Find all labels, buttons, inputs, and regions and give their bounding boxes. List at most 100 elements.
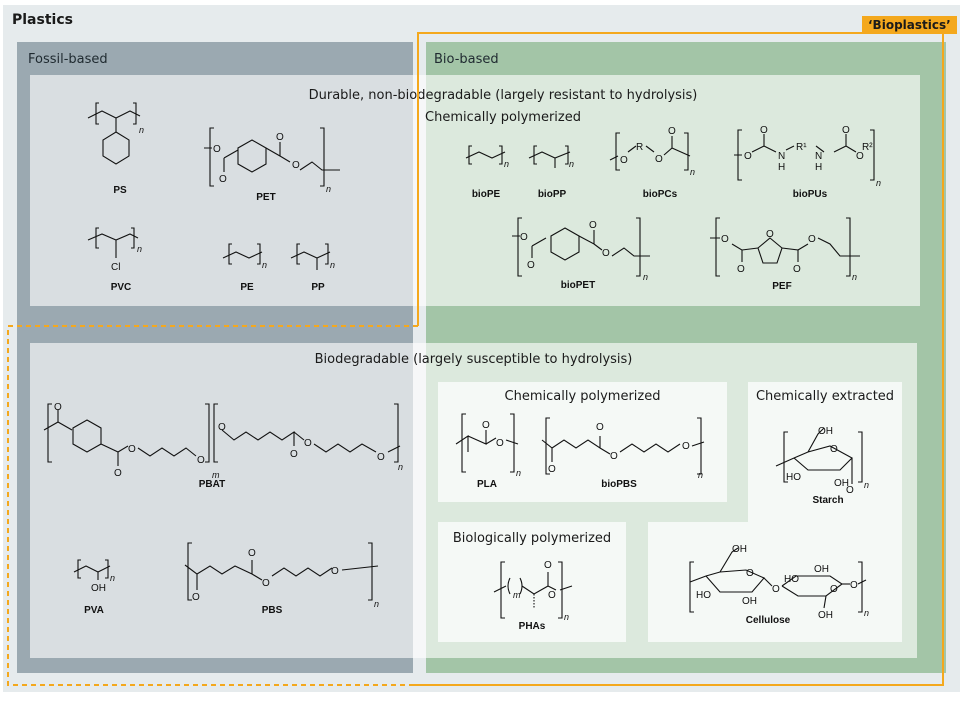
svg-text:O: O [746,568,754,579]
svg-text:R: R [636,142,643,153]
molecule-pla: OO n PLA [455,413,521,490]
svg-text:n: n [326,184,331,194]
molecule-ps: n PS [87,102,144,196]
svg-text:O: O [496,438,504,449]
svg-text:n: n [516,468,521,478]
svg-text:O: O [766,229,774,240]
svg-text:PVA: PVA [84,605,104,616]
svg-text:n: n [864,608,869,618]
svg-text:n: n [643,272,648,282]
svg-text:n: n [690,167,695,177]
svg-text:O: O [290,449,298,460]
bioplastics-label: ‘Bioplastics’ [862,16,957,34]
svg-text:bioPP: bioPP [538,189,567,200]
svg-text:PEF: PEF [772,281,791,292]
biodegradable-caption: Biodegradable (largely susceptible to hy… [314,352,633,367]
molecule-biopbs: OOO O n bioPBS [541,417,705,490]
molecule-pe: n PE [222,243,267,293]
svg-text:O: O [197,455,205,466]
svg-text:n: n [876,178,881,188]
svg-text:O: O [114,468,122,479]
svg-text:O: O [846,485,854,496]
svg-text:n: n [374,599,379,609]
svg-text:O: O [548,590,556,601]
svg-text:OH: OH [818,610,833,621]
bio-based-header: Bio-based [434,52,499,67]
svg-text:H: H [815,162,822,173]
svg-text:O: O [304,438,312,449]
svg-text:n: n [139,125,144,135]
svg-text:O: O [744,151,752,162]
durable-subcaption: Chemically polymerized [425,110,581,125]
svg-text:O: O [213,144,221,155]
svg-text:bioPCs: bioPCs [643,189,678,200]
svg-text:O: O [520,232,528,243]
svg-text:O: O [610,451,618,462]
molecule-biope: n bioPE [465,145,509,200]
svg-text:HO: HO [696,590,711,601]
svg-text:PP: PP [311,282,325,293]
svg-text:O: O [54,402,62,413]
svg-text:O: O [331,566,339,577]
svg-text:bioPE: bioPE [472,189,501,200]
svg-text:PHAs: PHAs [519,621,546,632]
bioplastics-outline-solid [410,32,944,686]
svg-text:O: O [682,441,690,452]
chem-polymerized-caption: Chemically polymerized [504,389,661,404]
svg-text:PS: PS [113,185,127,196]
chem-extracted-caption: Chemically extracted [755,389,895,404]
svg-text:O: O [830,444,838,455]
svg-text:O: O [482,420,490,431]
svg-text:n: n [852,272,857,282]
svg-text:O: O [760,125,768,136]
svg-text:O: O [596,422,604,433]
svg-text:bioPUs: bioPUs [793,189,828,200]
svg-text:n: n [564,612,569,622]
svg-text:O: O [772,584,780,595]
svg-text:R¹: R¹ [796,142,807,153]
svg-text:PVC: PVC [111,282,132,293]
svg-text:O: O [830,584,838,595]
svg-text:O: O [721,234,729,245]
svg-text:O: O [856,151,864,162]
bio-polymerized-caption: Biologically polymerized [452,531,612,546]
svg-text:O: O [850,580,858,591]
svg-text:n: n [569,159,574,169]
svg-text:O: O [668,126,676,137]
durable-caption: Durable, non-biodegradable (largely resi… [308,88,698,103]
svg-text:O: O [377,452,385,463]
svg-text:PE: PE [240,282,254,293]
molecule-biopet: O O OO n bioPET [512,217,650,291]
biologically-polymerized-box: Biologically polymerized [438,522,626,642]
svg-text:n: n [110,573,115,583]
svg-text:PLA: PLA [477,479,497,490]
molecule-pet: O O OO n PET [204,127,340,203]
molecule-pva: OHn PVA [73,559,115,616]
svg-text:N: N [815,151,822,162]
molecule-pbat: O OO O m OOO O n PBAT [43,402,403,490]
svg-text:O: O [548,464,556,475]
svg-text:O: O [128,444,136,455]
svg-text:n: n [698,470,703,480]
svg-text:O: O [219,174,227,185]
svg-text:O: O [527,260,535,271]
bioplastics-outline-dashed [7,325,418,686]
molecule-pbs: OOO O n PBS [184,542,379,616]
molecule-pvc: Cln PVC [87,227,142,293]
svg-text:HO: HO [784,574,799,585]
svg-text:O: O [620,155,628,166]
svg-text:n: n [864,480,869,490]
svg-text:O: O [218,422,226,433]
svg-text:Cellulose: Cellulose [746,615,791,626]
svg-text:Cl: Cl [111,262,120,273]
molecule-phas: m OO n PHAs [493,560,573,632]
svg-text:HO: HO [786,472,801,483]
svg-text:O: O [655,154,663,165]
svg-text:H: H [778,162,785,173]
diagram-title: Plastics [12,12,73,28]
svg-text:m: m [513,590,521,600]
svg-text:O: O [292,160,300,171]
